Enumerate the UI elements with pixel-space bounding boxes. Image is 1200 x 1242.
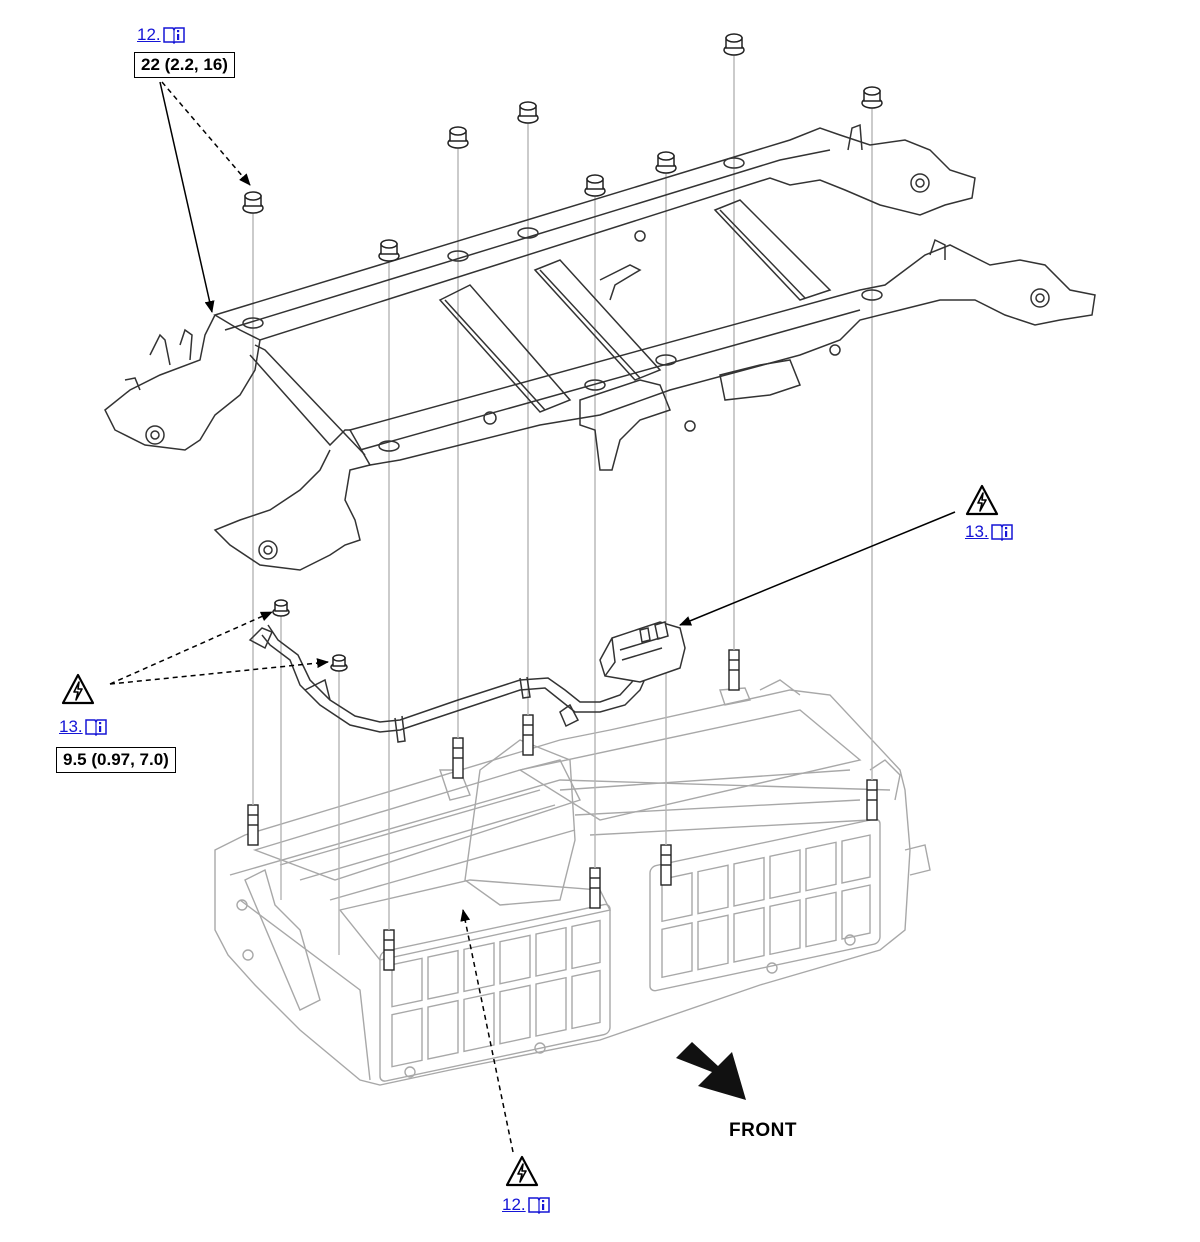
book-info-icon bbox=[990, 524, 1013, 541]
stud bbox=[866, 779, 878, 821]
manual-ref-number: 13. bbox=[59, 717, 83, 736]
small-nut bbox=[330, 654, 348, 672]
manual-ref-link-right[interactable]: 13. bbox=[965, 522, 1013, 542]
stud bbox=[660, 844, 672, 886]
stud bbox=[522, 714, 534, 756]
book-info-icon bbox=[162, 27, 185, 44]
torque-spec-left: 9.5 (0.97, 7.0) bbox=[56, 747, 176, 773]
nut bbox=[723, 33, 745, 56]
high-voltage-warning-icon bbox=[61, 673, 95, 705]
book-info-icon bbox=[527, 1197, 550, 1214]
wire-harness bbox=[248, 624, 649, 743]
flange-nuts bbox=[242, 33, 883, 672]
nut bbox=[447, 126, 469, 149]
nut bbox=[861, 86, 883, 109]
hv-battery-assembly bbox=[214, 679, 931, 1086]
manual-ref-link-bottom[interactable]: 12. bbox=[502, 1195, 550, 1215]
manual-ref-link-top-left[interactable]: 12. bbox=[137, 25, 185, 45]
pack-studs bbox=[247, 649, 878, 971]
alignment-lines bbox=[252, 52, 873, 955]
manual-ref-number: 12. bbox=[137, 25, 161, 44]
book-info-icon bbox=[84, 719, 107, 736]
stud bbox=[452, 737, 464, 779]
stud bbox=[247, 804, 259, 846]
manual-ref-link-left[interactable]: 13. bbox=[59, 717, 107, 737]
stud bbox=[383, 929, 395, 971]
leader-lines bbox=[109, 81, 956, 1153]
hv-connector bbox=[599, 621, 686, 683]
nut bbox=[378, 239, 400, 262]
nut bbox=[655, 151, 677, 174]
nut bbox=[517, 101, 539, 124]
nut bbox=[584, 174, 606, 197]
manual-ref-number: 12. bbox=[502, 1195, 526, 1214]
front-arrow-icon bbox=[676, 1042, 746, 1100]
high-voltage-warning-icon bbox=[505, 1155, 539, 1187]
nut bbox=[242, 191, 264, 214]
stud bbox=[589, 867, 601, 909]
small-nut bbox=[272, 599, 290, 617]
manual-ref-number: 13. bbox=[965, 522, 989, 541]
battery-bracket-frame bbox=[104, 123, 1096, 571]
torque-spec-top-left: 22 (2.2, 16) bbox=[134, 52, 235, 78]
stud bbox=[728, 649, 740, 691]
high-voltage-warning-icon bbox=[965, 484, 999, 516]
front-direction-label: FRONT bbox=[729, 1120, 797, 1141]
